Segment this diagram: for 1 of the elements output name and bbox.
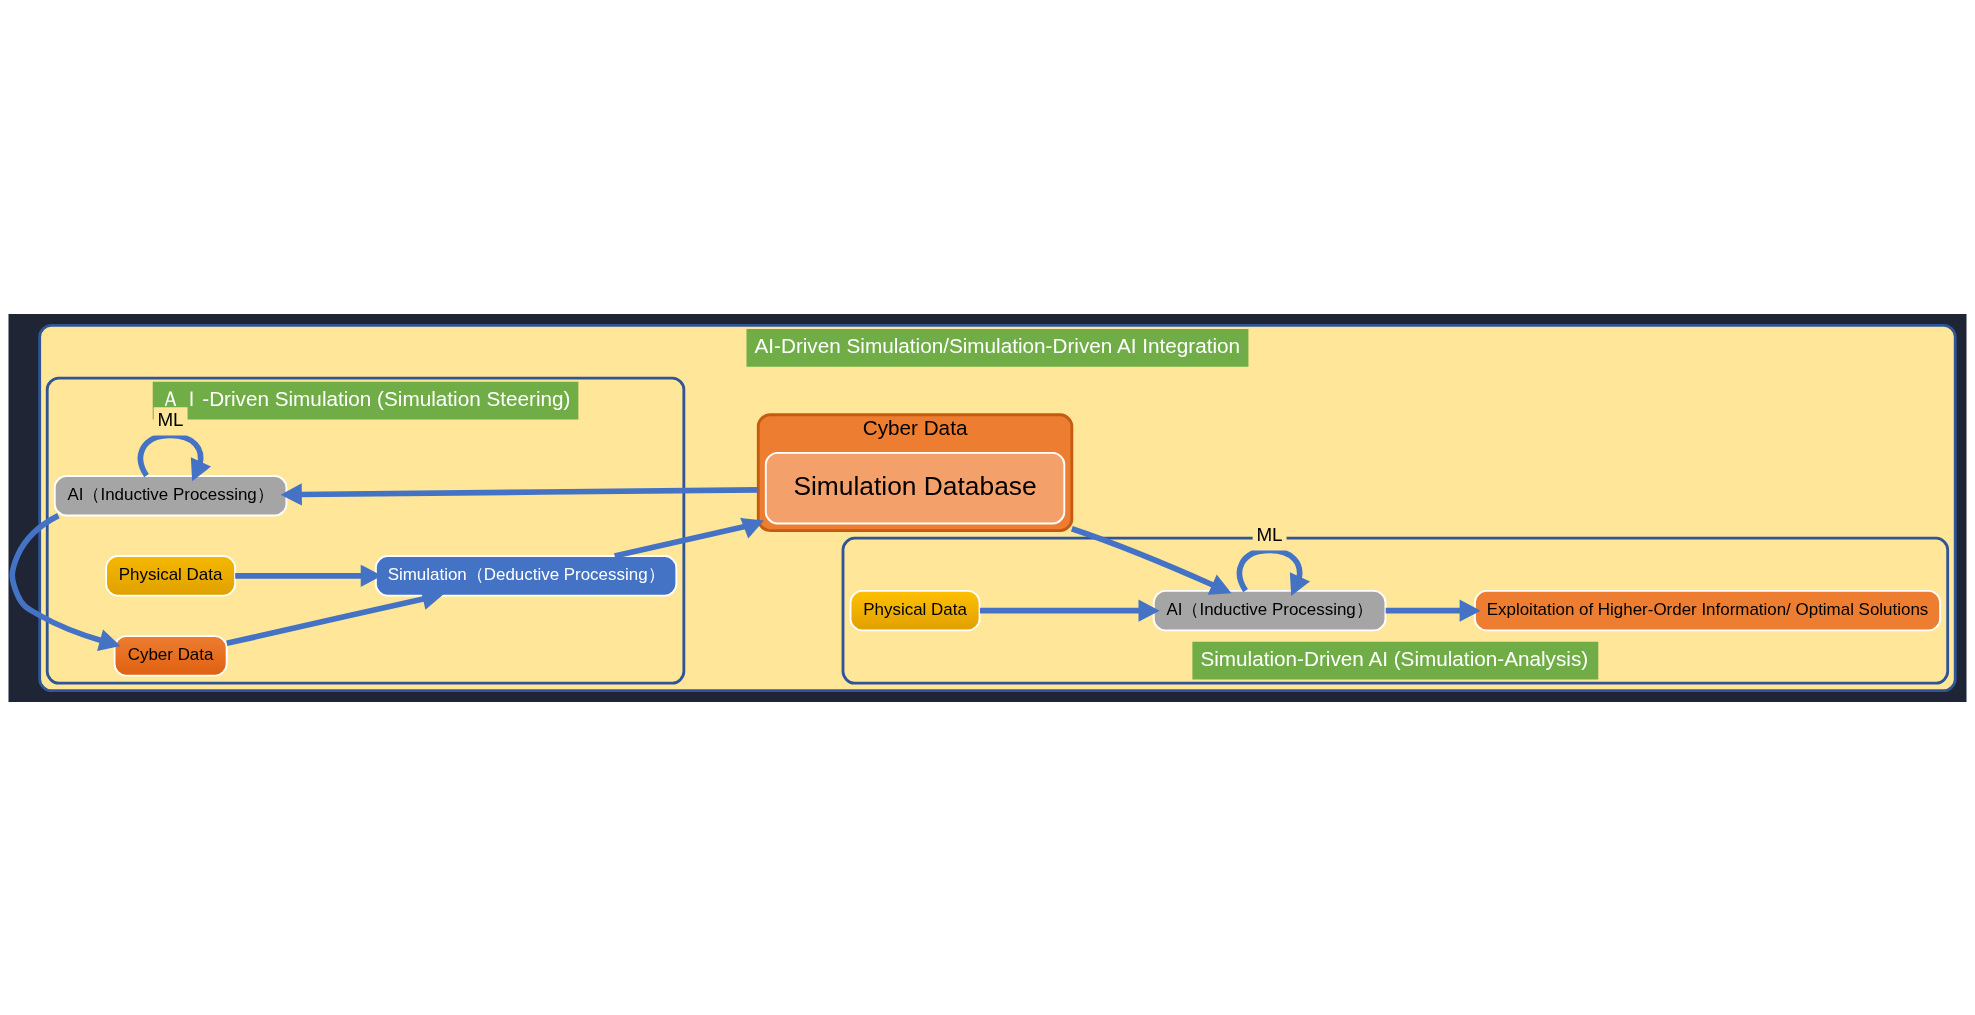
- edge-label: ML: [157, 408, 184, 430]
